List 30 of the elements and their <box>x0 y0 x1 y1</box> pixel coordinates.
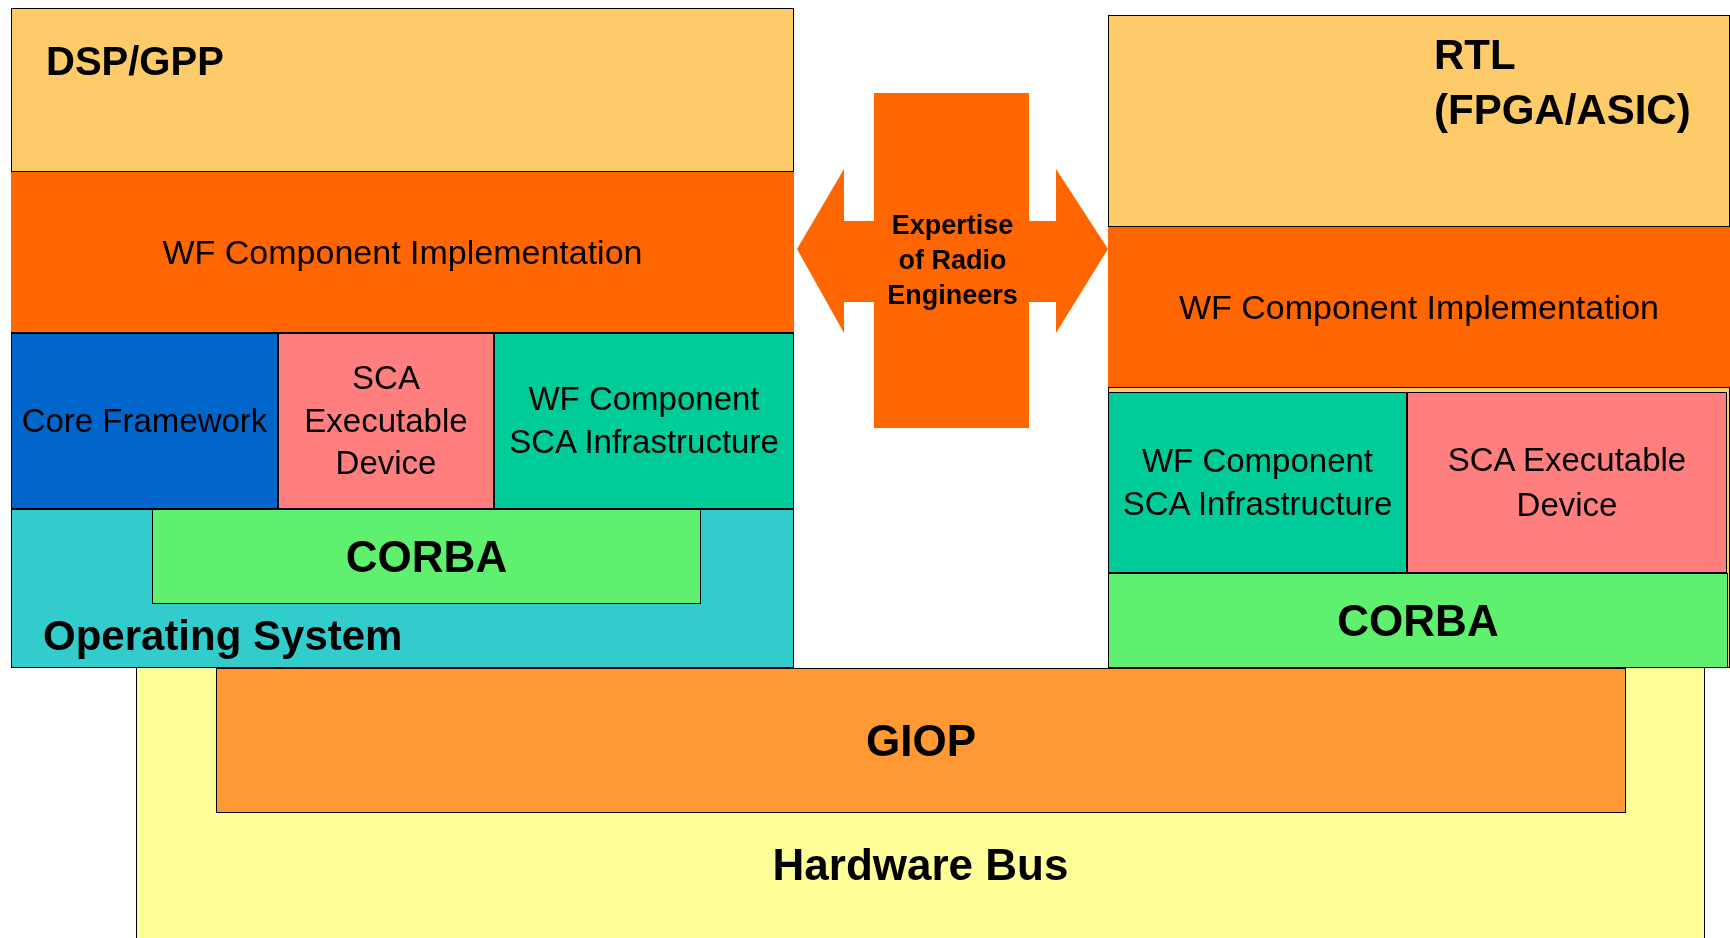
layer-label: SCA Executable Device <box>303 357 469 484</box>
layer-bar <box>152 509 701 604</box>
layer-block <box>494 333 794 509</box>
layer-block <box>278 333 494 509</box>
layer-label: WF Component Implementation <box>1179 286 1659 328</box>
double-arrow-cross <box>797 93 1108 428</box>
platform-panel <box>11 8 794 668</box>
layer-block <box>1108 392 1407 573</box>
panel-heading: DSP/GPP <box>46 38 224 85</box>
panel-heading: RTL (FPGA/ASIC) <box>1434 30 1692 135</box>
layer-label: Operating System <box>43 611 403 661</box>
layer-label: SCA Executable Device <box>1446 439 1688 525</box>
layer-bar <box>1108 226 1730 388</box>
layer-label: Core Framework <box>20 400 269 441</box>
layer-label: CORBA <box>345 530 508 583</box>
layer-block <box>1407 392 1727 573</box>
layer-label: WF Component Implementation <box>162 231 643 273</box>
platform-panel <box>1108 15 1730 668</box>
layer-label: CORBA <box>1337 594 1499 647</box>
layer-label: WF Component SCA Infrastructure <box>1121 440 1394 524</box>
arrow-label: Expertise of Radio Engineers <box>886 208 1019 313</box>
layer-block <box>11 333 278 509</box>
layer-label: Hardware Bus <box>772 839 1069 891</box>
bus-panel <box>136 668 1705 938</box>
layer-bar <box>216 668 1626 813</box>
layer-label: GIOP <box>866 714 976 767</box>
layer-bar <box>1108 573 1728 668</box>
layer-label: WF Component SCA Infrastructure <box>508 379 780 462</box>
layer-bar <box>11 171 794 333</box>
layer-panel <box>11 509 794 668</box>
